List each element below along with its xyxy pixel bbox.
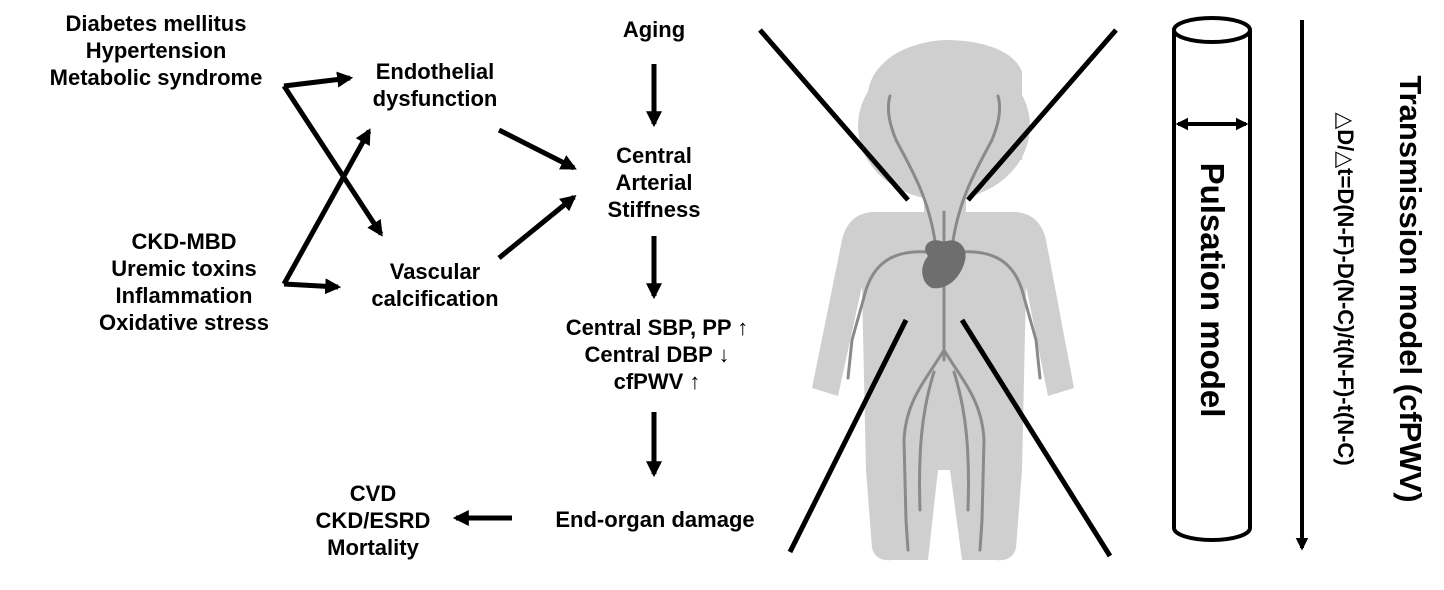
arrow-vascular-to-stiffness	[497, 194, 577, 260]
cross-line-upper-left	[758, 28, 910, 202]
vascular-line-2: calcification	[371, 286, 499, 311]
right-leg-vessel-inner	[952, 370, 970, 512]
outcome-mortality: Mortality	[327, 535, 419, 560]
outcomes-node: CVD CKD/ESRD Mortality	[300, 480, 446, 561]
head-silhouette	[858, 52, 1030, 200]
risk-factor-arrows	[281, 64, 663, 527]
risk-factor-inflammation: Inflammation	[115, 283, 253, 308]
risk-factor-uremic-toxins: Uremic toxins	[111, 256, 257, 281]
outcome-ckd-esrd: CKD/ESRD	[315, 508, 431, 533]
left-arm-vessel	[846, 250, 930, 380]
cylinder-body	[1172, 30, 1252, 542]
risk-factor-diabetes: Diabetes mellitus	[65, 11, 247, 36]
central-sbp-pp: Central SBP, PP ↑	[565, 315, 749, 340]
cylinder-top	[1172, 16, 1252, 44]
hemodynamics-node: Central SBP, PP ↑ Central DBP ↓ cfPWV ↑	[534, 314, 780, 395]
human-figure	[812, 40, 1074, 561]
arrow-bottom-to-vascular	[283, 278, 342, 295]
cross-line-lower-left	[787, 318, 909, 554]
endothelial-line-1: Endothelial	[375, 59, 495, 84]
left-carotid-vessel	[886, 94, 938, 250]
left-leg-vessel-inner	[918, 370, 936, 512]
endothelial-dysfunction-node: Endothelial dysfunction	[348, 58, 522, 112]
outcome-cvd: CVD	[349, 481, 397, 506]
stiffness-line-2: Arterial	[615, 170, 693, 195]
risk-factor-ckd-mbd: CKD-MBD	[131, 229, 237, 254]
arrow-top-to-endothelial	[283, 71, 354, 89]
pulsation-model-label: Pulsation model	[1194, 162, 1231, 418]
arrow-endothelial-to-stiffness	[497, 127, 577, 171]
arrow-top-to-vascular	[281, 84, 384, 237]
risk-factors-bottom: CKD-MBD Uremic toxins Inflammation Oxida…	[64, 228, 304, 336]
risk-factor-oxidative-stress: Oxidative stress	[99, 310, 269, 335]
right-leg-vessel	[942, 348, 986, 552]
vascular-calcification-node: Vascular calcification	[348, 258, 522, 312]
aging-node: Aging	[622, 17, 686, 42]
endothelial-line-2: dysfunction	[372, 86, 498, 111]
body-silhouette	[812, 212, 1074, 561]
transmission-formula: △D/△t=D(N-F)-D(N-C)/t(N-F)-t(N-C)	[1333, 112, 1358, 466]
cross-line-upper-right	[966, 28, 1118, 202]
end-organ-damage-node: End-organ damage	[555, 507, 755, 532]
cross-line-lower-right	[959, 318, 1113, 558]
cylinder	[1172, 16, 1252, 542]
right-arm-vessel	[958, 250, 1042, 380]
cross-mark	[758, 28, 1118, 558]
heart-shape	[922, 240, 966, 289]
transmission-model-label: Transmission model (cfPWV)	[1393, 75, 1428, 503]
risk-factors-top: Diabetes mellitus Hypertension Metabolic…	[22, 10, 290, 91]
left-leg-vessel	[902, 348, 946, 552]
arrow-bottom-to-endothelial	[281, 128, 372, 286]
risk-factor-metabolic-syndrome: Metabolic syndrome	[49, 65, 263, 90]
central-arterial-stiffness-node: Central Arterial Stiffness	[574, 142, 734, 223]
stiffness-line-1: Central	[616, 143, 692, 168]
cfpwv-increase: cfPWV ↑	[613, 369, 701, 394]
vascular-line-1: Vascular	[389, 259, 481, 284]
central-dbp: Central DBP ↓	[584, 342, 730, 367]
right-carotid-vessel	[950, 94, 1002, 250]
risk-factor-hypertension: Hypertension	[85, 38, 227, 63]
stiffness-line-3: Stiffness	[607, 197, 701, 222]
